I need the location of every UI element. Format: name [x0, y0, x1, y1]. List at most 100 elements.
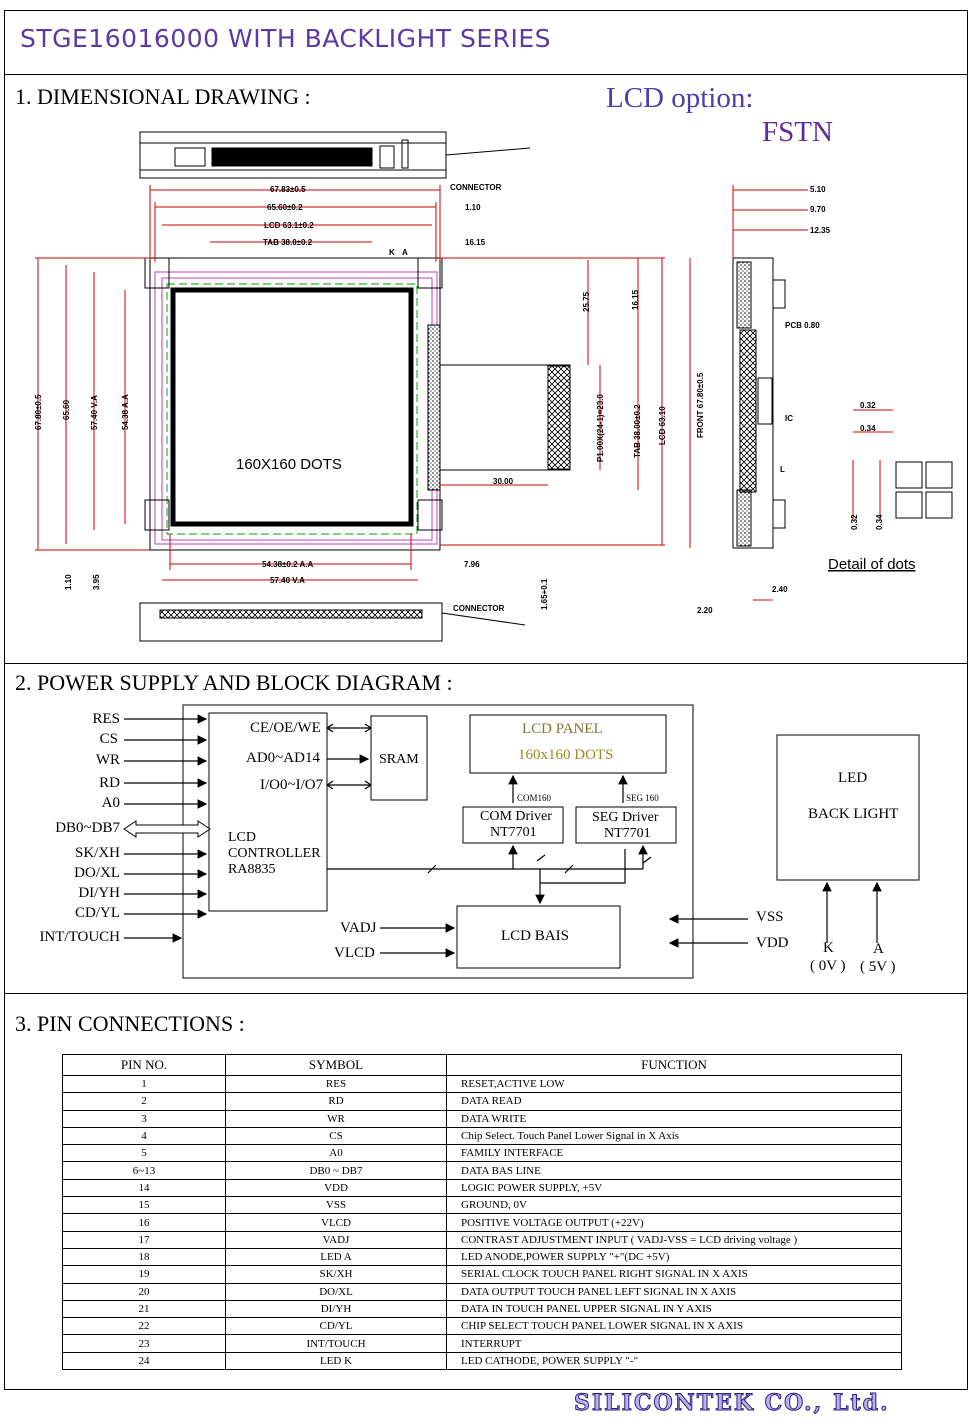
dim-9-70: 9.70	[810, 205, 826, 214]
pin-symbol: VADJ	[225, 1230, 447, 1249]
sram-label: SRAM	[379, 752, 419, 767]
dim-7-96: 7.96	[464, 560, 480, 569]
signal-rd: RD	[99, 775, 120, 791]
dimensional-drawing: 67.83±0.5 65.60±0.2 LCD 63.1±0.2 TAB 38.…	[34, 131, 953, 642]
led-l2: BACK LIGHT	[808, 806, 899, 822]
dim-54-38-aa: 54.38 A.A	[121, 394, 130, 430]
pin-function: LOGIC POWER SUPPLY, +5V	[446, 1178, 902, 1198]
top-side-view	[139, 131, 531, 179]
section1-title: 1. DIMENSIONAL DRAWING :	[15, 84, 311, 109]
pin-no: 20	[62, 1282, 226, 1301]
vadj-label: VADJ	[340, 920, 377, 936]
pin-table-header: PIN NO. SYMBOL FUNCTION	[62, 1054, 902, 1076]
k-voltage: ( 0V )	[810, 958, 846, 974]
pin-no: 16	[62, 1213, 226, 1232]
dim-tab-38b: TAB 38.00±0.2	[633, 404, 642, 458]
pin-function: DATA READ	[446, 1092, 902, 1111]
dim-67-80: 67.80±0.5	[34, 394, 43, 430]
pin-symbol: DI/YH	[225, 1299, 447, 1319]
pin-symbol: RES	[225, 1074, 447, 1094]
signal-doxl: DO/XL	[74, 865, 120, 881]
signal-cs: CS	[99, 731, 118, 747]
pin-symbol: LED K	[225, 1351, 447, 1371]
signal-wr: WR	[95, 752, 120, 768]
pin-no: 22	[62, 1317, 226, 1336]
dim-pitch: P1.00X(24-1)=23.0	[596, 394, 605, 462]
dim-1-10b: 1.10	[64, 574, 73, 590]
header-symbol: SYMBOL	[225, 1054, 447, 1076]
ad-label: AD0~AD14	[246, 750, 320, 766]
front-view	[144, 257, 571, 551]
divider-section2	[4, 993, 968, 994]
dim-16-15b: 16.15	[631, 289, 640, 310]
panel-l1: LCD PANEL	[522, 721, 603, 737]
pin-function: INTERRUPT	[446, 1334, 902, 1353]
pin-no: 21	[62, 1299, 226, 1319]
pin-function: GROUND, 0V	[446, 1196, 902, 1215]
dim-57-40-va: 57.40 V.A	[90, 395, 99, 430]
side-view	[732, 257, 786, 549]
pin-no: 6~13	[62, 1161, 226, 1180]
lcd-option-label: LCD option:	[606, 82, 754, 114]
panel-l2: 160x160 DOTS	[518, 747, 614, 763]
pin-symbol: VSS	[225, 1196, 447, 1215]
divider-header	[4, 74, 968, 75]
page-frame	[4, 10, 968, 1390]
label-pcb: PCB 0.80	[785, 321, 820, 330]
dim-65-60: 65.60±0.2	[267, 203, 303, 212]
pin-symbol: CS	[225, 1126, 447, 1146]
dim-0-34a: 0.34	[860, 424, 876, 433]
dim-1-10: 1.10	[465, 203, 481, 212]
dim-0-32a: 0.32	[860, 401, 876, 410]
dim-2-40: 2.40	[772, 585, 788, 594]
label-a: A	[402, 248, 408, 257]
pin-function: Chip Select. Touch Panel Lower Signal in…	[446, 1126, 902, 1146]
dim-12-35: 12.35	[810, 226, 831, 235]
dim-lcd-63-1: LCD 63.1±0.2	[264, 221, 314, 230]
pin-symbol: RD	[225, 1092, 447, 1111]
dim-5-10: 5.10	[810, 185, 826, 194]
company-logo: SILICONTEK CO., Ltd.	[574, 1390, 890, 1417]
label-l: L	[780, 465, 785, 474]
pin-symbol: INT/TOUCH	[225, 1334, 447, 1353]
signal-skxh: SK/XH	[74, 845, 120, 861]
signal-a0: A0	[101, 795, 120, 811]
header-function: FUNCTION	[446, 1054, 902, 1076]
pin-no: 14	[62, 1178, 226, 1198]
ctrl-l1: LCD	[228, 830, 256, 845]
pin-function: SERIAL CLOCK TOUCH PANEL RIGHT SIGNAL IN…	[446, 1265, 902, 1284]
dim-0-34b: 0.34	[875, 514, 884, 530]
pin-function: DATA WRITE	[446, 1109, 902, 1128]
pin-no: 15	[62, 1196, 226, 1215]
signal-diyh: DI/YH	[78, 885, 120, 901]
dim-25-75: 25.75	[582, 291, 591, 312]
vdd-label: VDD	[756, 935, 789, 951]
label-connector: CONNECTOR	[450, 183, 502, 192]
seg-driver-l1: SEG Driver	[592, 810, 659, 825]
label-k: K	[389, 248, 395, 257]
a-voltage: ( 5V )	[860, 959, 896, 975]
seg-driver-l2: NT7701	[604, 826, 651, 841]
pin-no: 4	[62, 1126, 226, 1146]
signal-res: RES	[92, 711, 120, 727]
pin-no: 19	[62, 1265, 226, 1284]
ce-label: CE/OE/WE	[250, 720, 321, 736]
pin-no: 23	[62, 1334, 226, 1353]
pin-symbol: DO/XL	[225, 1282, 447, 1301]
dim-front: FRONT 67.80±0.5	[696, 372, 705, 438]
pin-function: POSITIVE VOLTAGE OUTPUT (+22V)	[446, 1213, 902, 1232]
dim-67-83: 67.83±0.5	[270, 185, 306, 194]
dim-1-65: 1.65+0.1	[540, 578, 549, 610]
pin-function: CHIP SELECT TOUCH PANEL LOWER SIGNAL IN …	[446, 1317, 902, 1336]
pin-no: 1	[62, 1074, 226, 1094]
header-pin-no: PIN NO.	[62, 1054, 226, 1076]
